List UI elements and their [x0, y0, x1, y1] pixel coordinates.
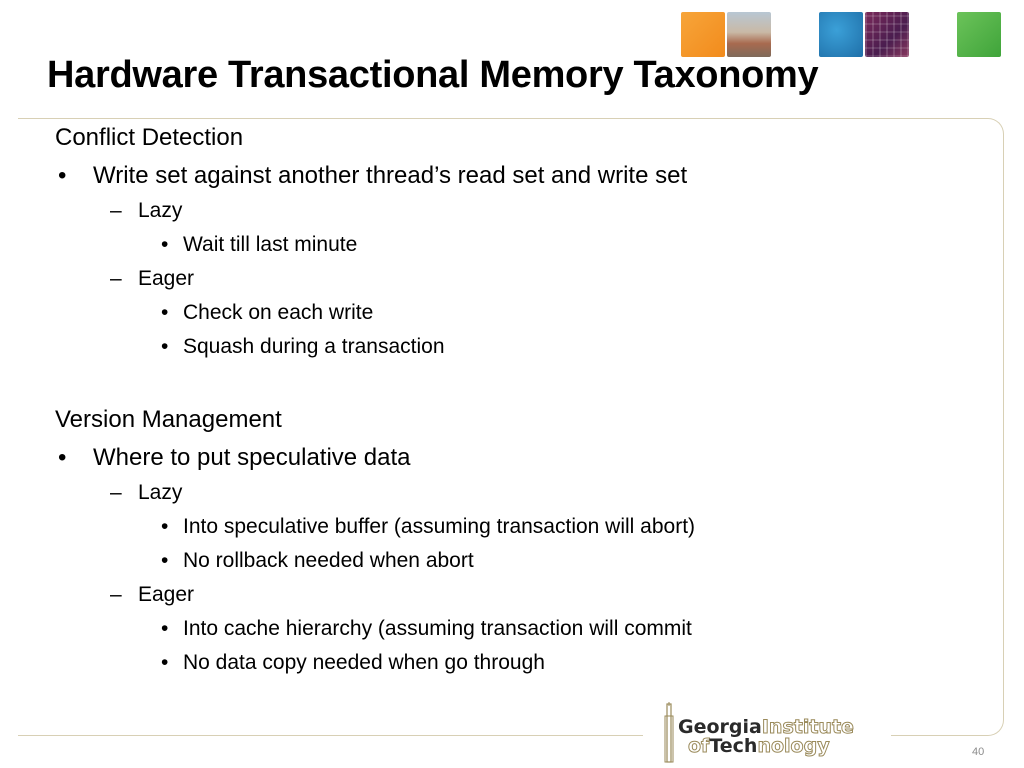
section-heading-version-management: Version Management	[55, 406, 282, 433]
bullet-symbol: •	[58, 162, 67, 189]
georgia-tech-logo	[643, 700, 891, 768]
bullet-text: Where to put speculative data	[93, 444, 411, 471]
dash-symbol: –	[110, 481, 122, 504]
dash-symbol: –	[110, 267, 122, 290]
bullet-symbol: •	[161, 301, 169, 324]
sub-label-eager: Eager	[138, 583, 195, 606]
logo-line-2: ofTechnology	[687, 735, 830, 758]
bullet-symbol: •	[161, 617, 169, 640]
tech-tower-icon	[664, 702, 674, 763]
bullet-symbol: •	[161, 549, 169, 572]
sub-label-lazy: Lazy	[138, 199, 183, 222]
sub-item: No rollback needed when abort	[183, 549, 474, 572]
logo-nology: nology	[757, 735, 830, 758]
sub-item: Squash during a transaction	[183, 335, 445, 358]
page-number: 40	[972, 746, 985, 758]
sub-item: No data copy needed when go through	[183, 651, 545, 674]
bullet-text: Write set against another thread’s read …	[93, 162, 688, 189]
dash-symbol: –	[110, 199, 122, 222]
sub-item: Into speculative buffer (assuming transa…	[183, 515, 696, 538]
sub-item: Check on each write	[183, 301, 374, 324]
green-square-decoration	[957, 12, 1001, 57]
section-heading-conflict-detection: Conflict Detection	[55, 124, 244, 151]
dash-symbol: –	[110, 583, 122, 606]
bullet-symbol: •	[58, 444, 67, 471]
circuit-photo-thumbnail	[865, 12, 909, 57]
logo-institute: Institute	[761, 716, 854, 739]
logo-tech: Tech	[709, 735, 758, 757]
sub-label-eager: Eager	[138, 267, 195, 290]
blue-square-decoration	[819, 12, 863, 57]
logo-line-1: GeorgiaInstitute	[678, 716, 854, 739]
bullet-symbol: •	[161, 233, 169, 256]
bullet-symbol: •	[161, 651, 169, 674]
campus-photo-thumbnail	[727, 12, 771, 57]
logo-of: of	[687, 735, 710, 758]
sub-item: Into cache hierarchy (assuming transacti…	[183, 617, 692, 640]
bullet-symbol: •	[161, 335, 169, 358]
sub-label-lazy: Lazy	[138, 481, 183, 504]
sub-item: Wait till last minute	[183, 233, 358, 256]
content-frame	[18, 118, 1004, 736]
bullet-symbol: •	[161, 515, 169, 538]
orange-square-decoration	[681, 12, 725, 57]
logo-georgia: Georgia	[678, 716, 762, 738]
slide-title: Hardware Transactional Memory Taxonomy	[47, 54, 819, 96]
